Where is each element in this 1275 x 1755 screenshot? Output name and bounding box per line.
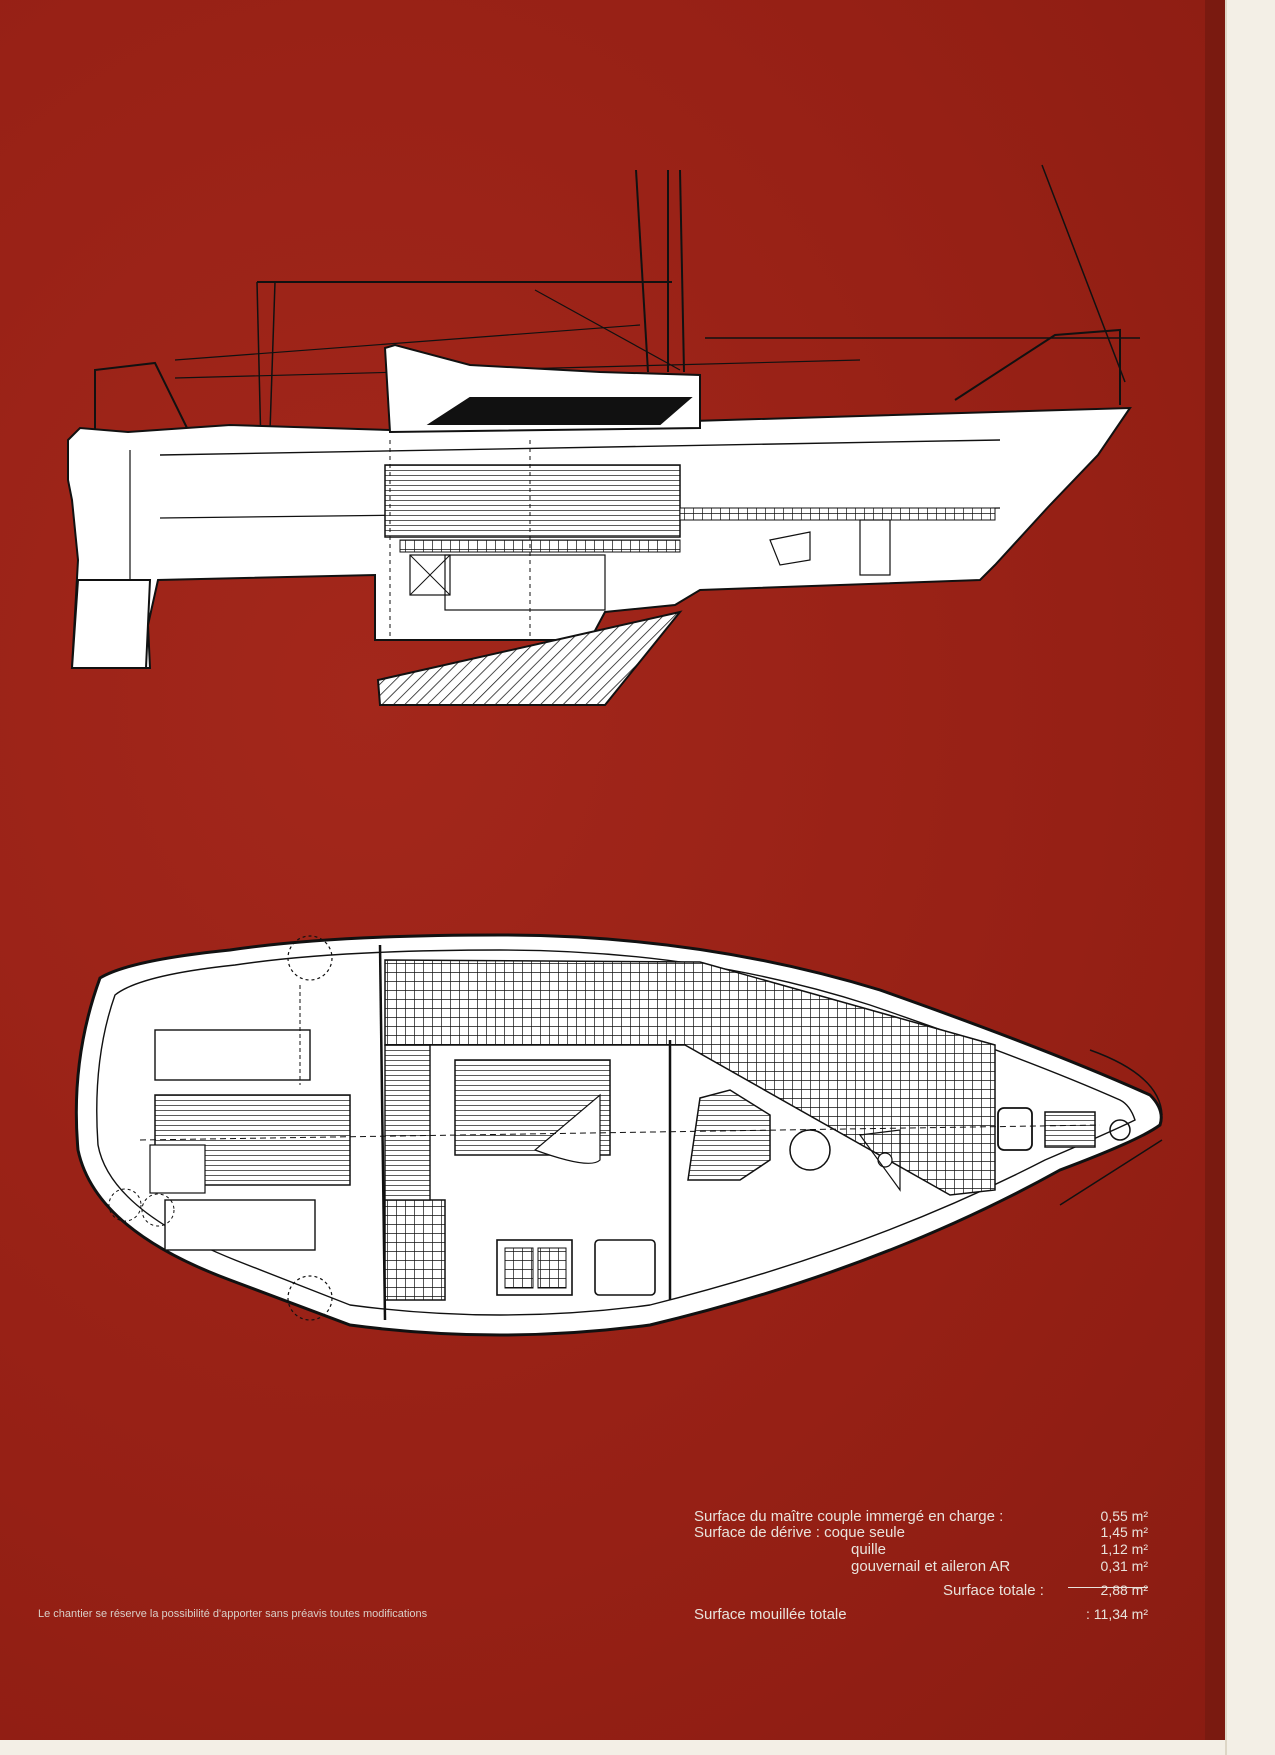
page-edge-paper [1225,0,1275,1755]
side-profile-drawing [67,164,1140,706]
spec-label: Surface totale : [943,1582,1044,1599]
deck-plan-drawing [74,933,1163,1337]
spec-value: 1,45 m² [1100,1524,1148,1540]
spec-label: Surface de dérive : coque seule [694,1524,905,1541]
page-bottom-edge [0,1740,1225,1755]
sum-rule [1068,1587,1148,1588]
spec-value: 2,88 m² [1100,1582,1148,1598]
spec-value: 1,12 m² [1100,1541,1148,1557]
disclaimer-text: Le chantier se réserve la possibilité d'… [38,1608,428,1620]
spec-value: 0,55 m² [1100,1508,1148,1524]
spec-value: : 11,34 m² [1086,1606,1148,1622]
spec-label: Surface mouillée totale [694,1606,847,1623]
spec-label: quille [851,1541,887,1558]
brochure-back-cover [0,0,1222,1740]
spec-value: 0,31 m² [1100,1558,1148,1574]
spec-label: Surface du maître couple immergé en char… [694,1508,1004,1525]
spec-label: gouvernail et aileron AR [851,1558,1011,1575]
cover-edge [1205,0,1225,1755]
